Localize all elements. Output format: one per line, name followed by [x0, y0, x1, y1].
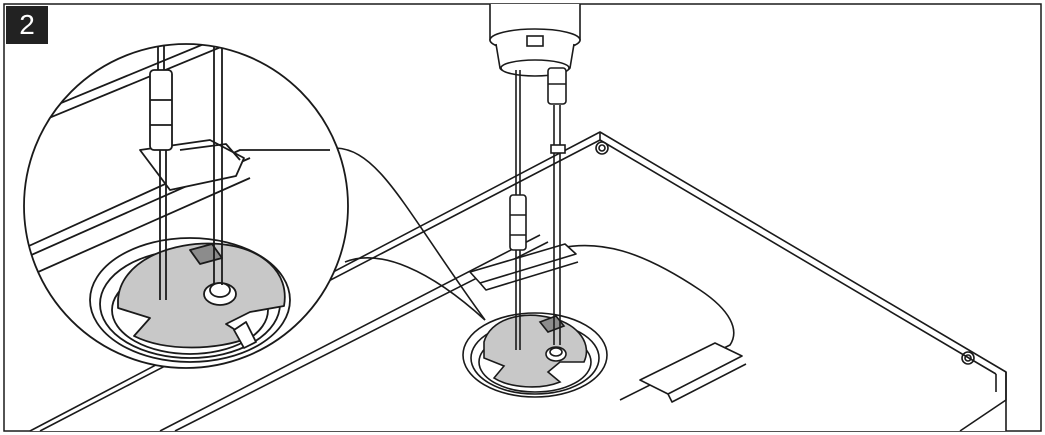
magnified-detail-circle — [23, 43, 349, 369]
callout-pointer — [335, 147, 486, 321]
cable-connector-icon — [509, 67, 567, 251]
pole-tube-icon — [489, 4, 581, 77]
locking-plate — [483, 314, 588, 388]
base-panel — [29, 131, 1007, 432]
step-number-badge: 2 — [6, 6, 48, 44]
